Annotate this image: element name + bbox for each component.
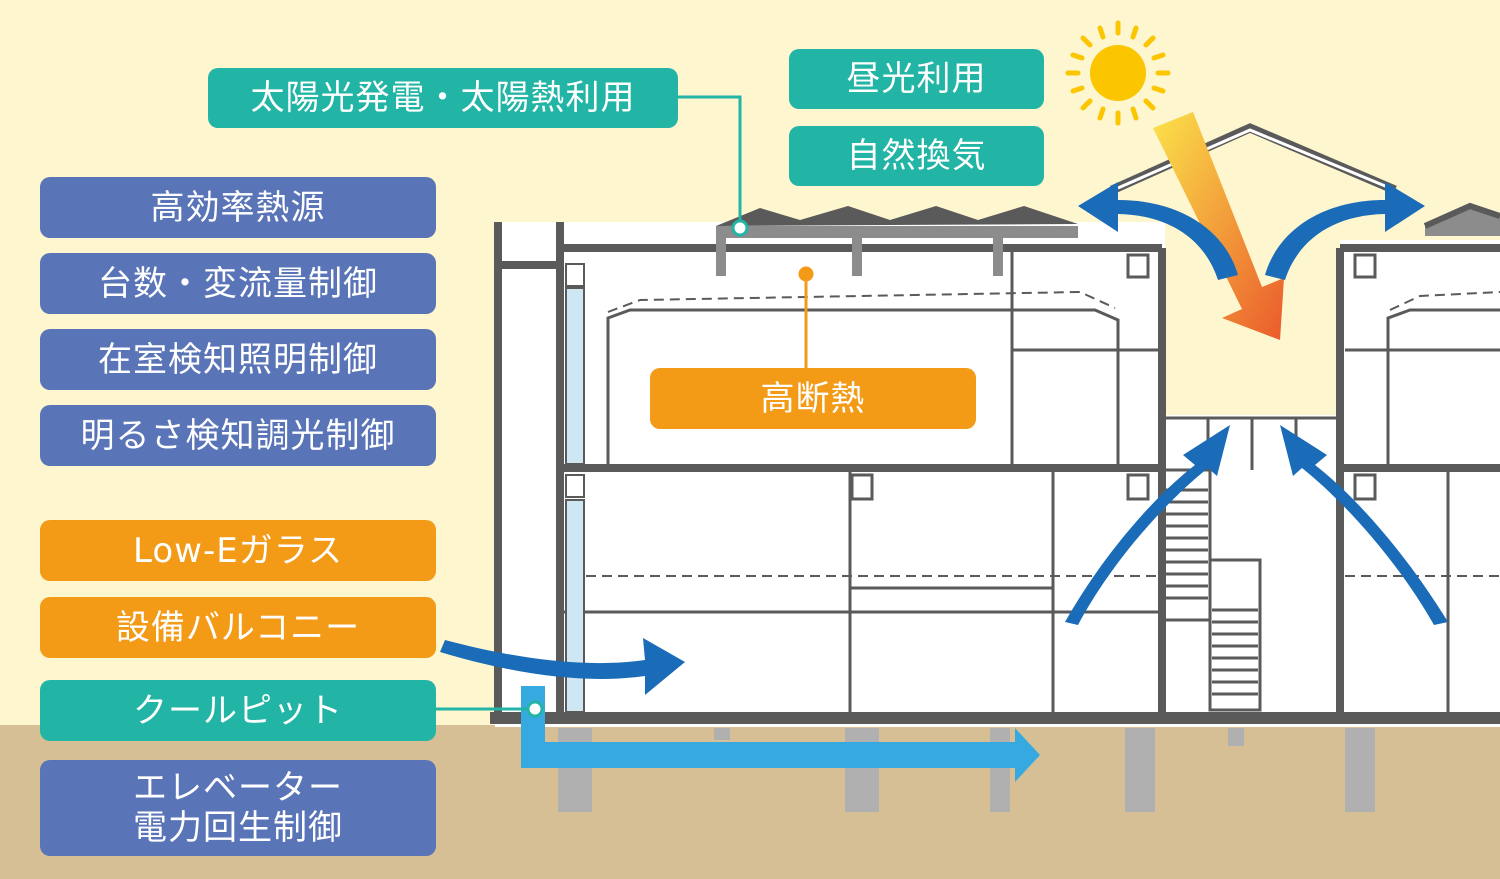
low-e-glass-label: Low-Eガラス <box>40 520 436 581</box>
beams <box>850 253 1377 501</box>
high-insulation-label: 高断熱 <box>650 368 976 429</box>
top-light-roof-inner <box>1117 128 1391 190</box>
unit-control-label: 台数・変流量制御 <box>40 253 436 314</box>
leader-lines <box>436 95 814 718</box>
solar-label: 太陽光発電・太陽熱利用 <box>208 68 678 128</box>
window-glass <box>565 263 585 713</box>
daylight-label: 昼光利用 <box>789 49 1044 109</box>
solar-panels <box>716 202 1500 276</box>
airflow-arrow-icon <box>440 182 1448 695</box>
daylight-dimming-label: 明るさ検知調光制御 <box>40 405 436 466</box>
occupancy-lighting-label: 在室検知照明制御 <box>40 329 436 390</box>
cool-pit-label: クールピット <box>40 680 436 741</box>
cool-air-arrow-icon <box>521 686 1040 782</box>
heat-source-label: 高効率熱源 <box>40 177 436 238</box>
top-light-roof <box>1110 123 1397 195</box>
sunlight-arrow-icon <box>1153 112 1284 340</box>
ceiling-lines <box>570 290 1500 577</box>
elevator-regeneration-label: エレベーター 電力回生制御 <box>40 760 436 856</box>
equipment-balcony-label: 設備バルコニー <box>40 597 436 658</box>
stairs <box>1165 488 1258 696</box>
natural-ventilation-label: 自然換気 <box>789 126 1044 186</box>
sun-icon <box>1065 20 1171 126</box>
